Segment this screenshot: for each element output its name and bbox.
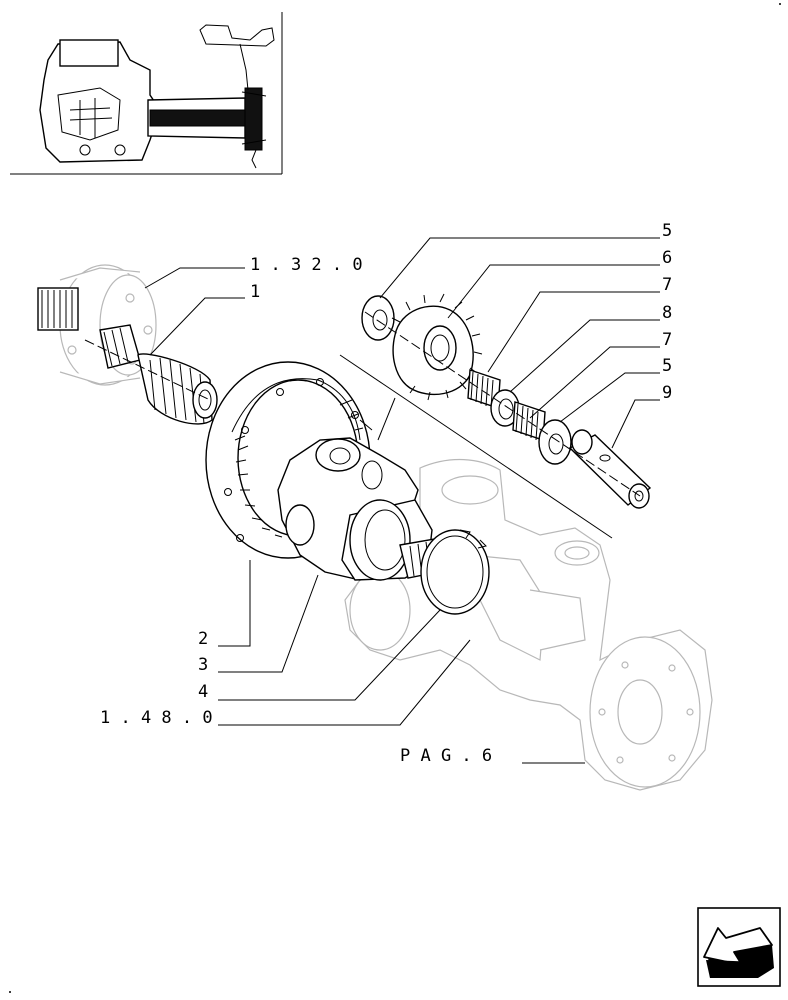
- callout-pag-6[interactable]: P A G . 6: [400, 746, 492, 766]
- previous-page-button[interactable]: [697, 907, 781, 987]
- callout-4: 4: [198, 682, 208, 702]
- pinion-shaft: [84, 324, 218, 425]
- exploded-planet-gear-stack: [339, 293, 652, 539]
- callout-8: 8: [662, 303, 672, 323]
- callout-1: 1: [250, 282, 260, 302]
- corner-dot: [779, 3, 781, 5]
- arrow-back-icon: [703, 927, 774, 978]
- callout-7-bottom: 7: [662, 330, 672, 350]
- callout-9: 9: [662, 383, 672, 403]
- locator-thumbnail: [10, 12, 283, 175]
- callout-ref-1-48-0[interactable]: 1 . 4 8 . 0: [100, 708, 213, 728]
- callout-7-top: 7: [662, 275, 672, 295]
- leader-lines: [144, 237, 660, 764]
- callout-ref-1-32-0[interactable]: 1 . 3 2 . 0: [250, 255, 363, 275]
- gear-carrier-outline: [37, 264, 157, 386]
- callout-3: 3: [198, 655, 208, 675]
- callout-5-bottom: 5: [662, 356, 672, 376]
- callout-5-top: 5: [662, 221, 672, 241]
- corner-dot: [9, 991, 11, 993]
- callout-6: 6: [662, 248, 672, 268]
- circlip: [420, 529, 490, 615]
- callout-2: 2: [198, 629, 208, 649]
